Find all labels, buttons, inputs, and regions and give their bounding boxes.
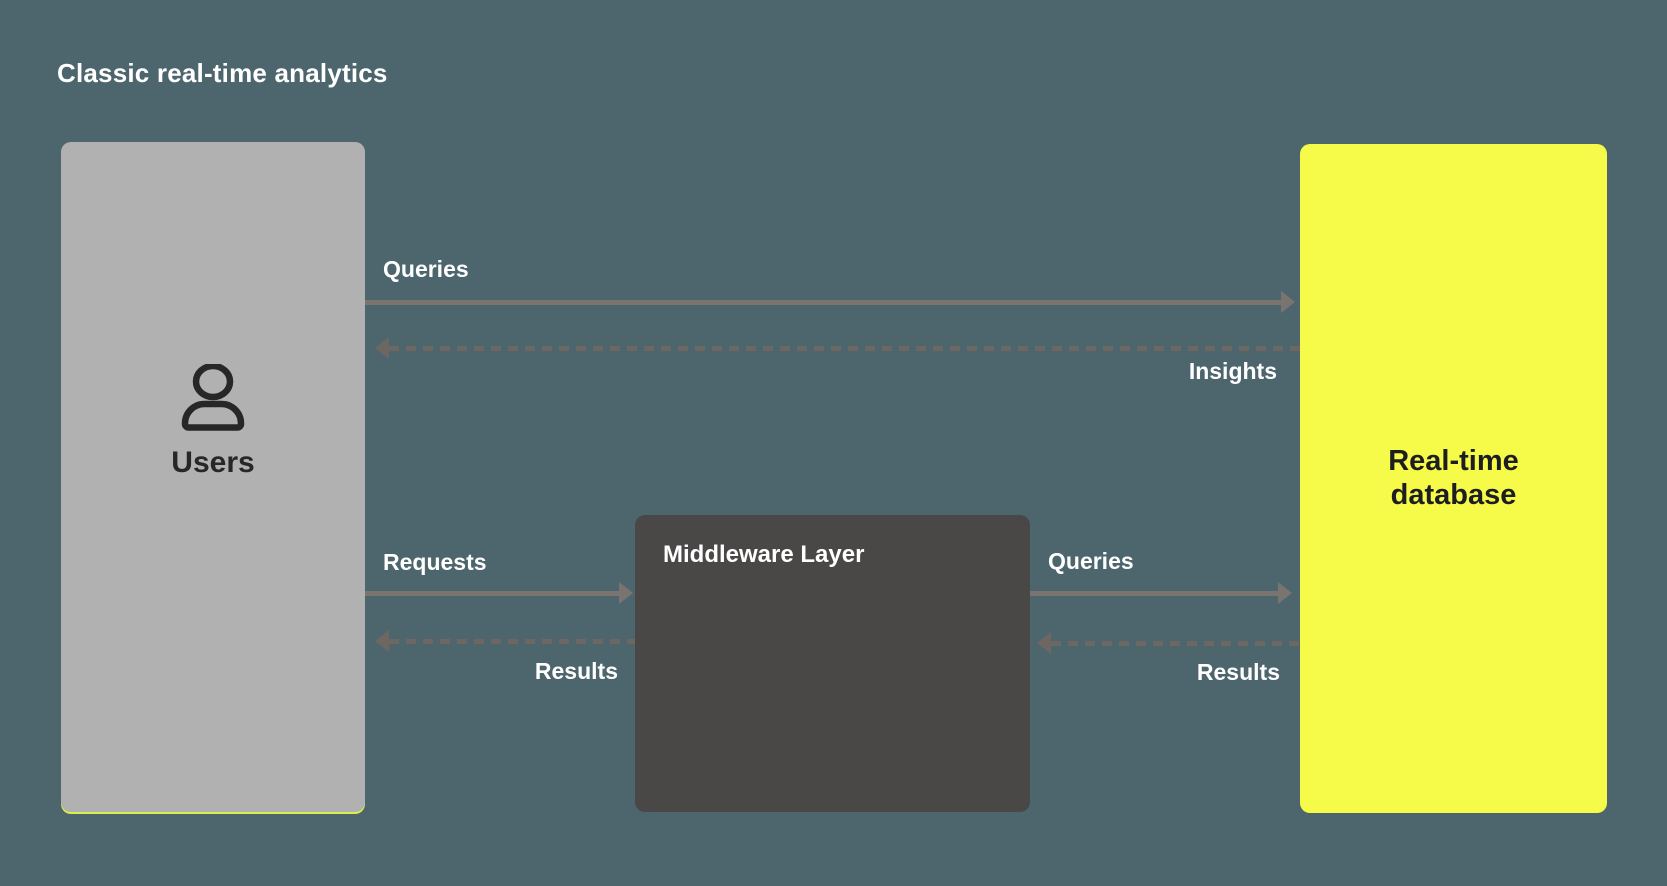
arrowhead-left-icon [375,630,389,652]
user-icon [181,364,245,431]
arrowhead-right-icon [1278,582,1292,604]
arrow-label-insights: Insights [1188,358,1277,384]
arrow-label-results-right: Results [1196,659,1280,685]
arrow-results-db-to-middleware [1051,641,1300,646]
node-middleware: Middleware Layer [635,515,1030,812]
arrow-label-requests: Requests [383,549,487,575]
node-users: Users [61,142,365,812]
node-database: Real-time database [1300,144,1607,813]
arrowhead-right-icon [1281,291,1295,313]
arrow-label-results-left: Results [534,658,618,684]
diagram-title: Classic real-time analytics [57,58,388,88]
arrowhead-left-icon [375,337,389,359]
arrow-insights-db-to-users [389,346,1300,351]
arrow-results-middleware-to-users [389,639,635,644]
arrow-queries-users-to-db [365,300,1283,305]
arrow-queries-middleware-to-db [1030,591,1278,596]
arrowhead-left-icon [1037,632,1051,654]
arrowhead-right-icon [619,582,633,604]
arrow-requests-users-to-middleware [365,591,619,596]
users-content: Users [171,364,255,480]
node-users-label: Users [171,446,255,479]
node-database-label: Real-time database [1388,445,1519,511]
arrow-label-queries-right: Queries [1048,548,1134,574]
arrow-label-queries-top: Queries [383,256,469,282]
node-middleware-label: Middleware Layer [663,541,865,568]
